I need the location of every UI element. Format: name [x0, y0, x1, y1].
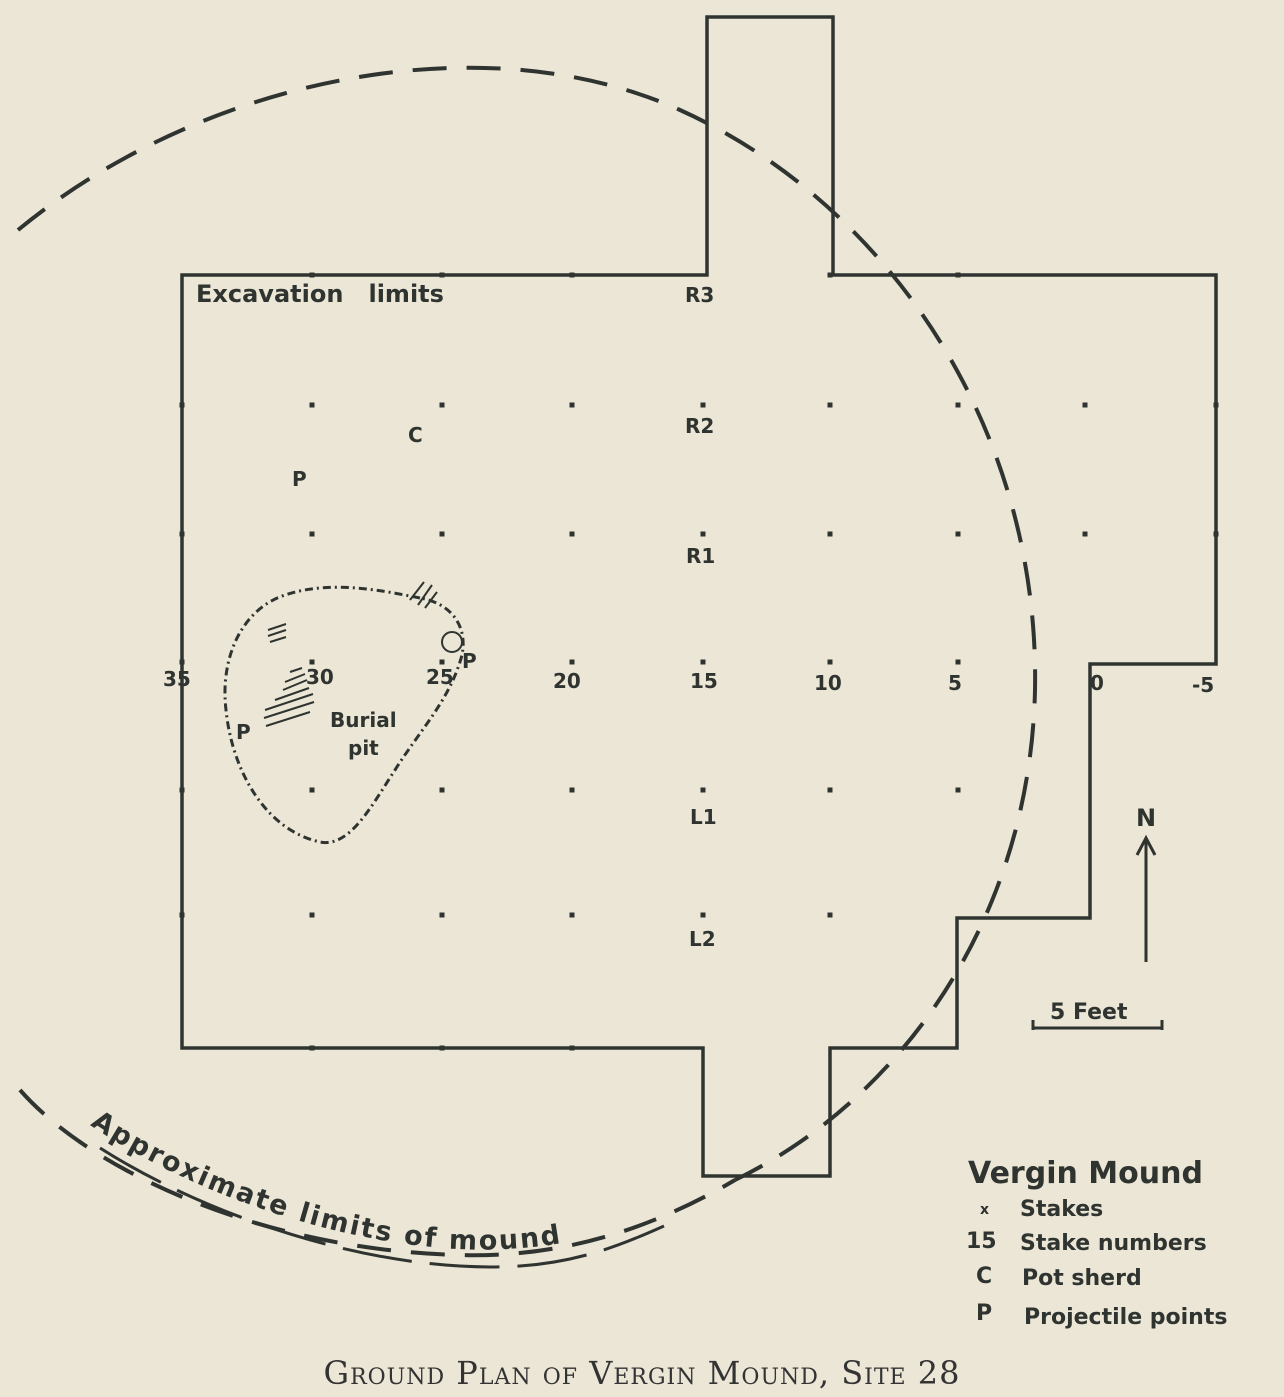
mound-limits-underline	[99, 1146, 665, 1269]
stake-marker	[569, 787, 575, 793]
burial-pit-label-line1: Burial	[330, 708, 397, 732]
stake-marker	[827, 531, 833, 537]
stake-marker	[955, 531, 961, 537]
edge-stake-marker	[179, 787, 185, 793]
stake-number-20: 20	[553, 669, 581, 693]
stake-marker	[439, 787, 445, 793]
edge-stake-marker	[179, 402, 185, 408]
legend-label-stake-numbers: Stake numbers	[1020, 1231, 1207, 1256]
legend-label-pot-sherd: Pot sherd	[1022, 1266, 1142, 1291]
stake-number-5: 5	[948, 671, 962, 695]
stake-number-25: 25	[426, 665, 454, 689]
edge-stake-marker	[569, 272, 575, 278]
edge-stake-marker	[1213, 531, 1219, 537]
scale-bar	[1031, 1020, 1164, 1030]
edge-stake-marker	[309, 1045, 315, 1051]
north-arrow-icon	[1135, 834, 1157, 962]
stake-number-l1: L1	[690, 805, 717, 829]
stake-marker	[1082, 531, 1088, 537]
stake-marker	[569, 531, 575, 537]
excavation-limits-label: Excavation limits	[196, 280, 444, 308]
pot-sherd-marker: C	[408, 423, 423, 447]
legend-title: Vergin Mound	[968, 1156, 1203, 1191]
stake-marker	[700, 787, 706, 793]
burial-pit-label-line2: pit	[348, 736, 379, 760]
stake-marker	[309, 402, 315, 408]
mound-limit-arc-upper	[16, 65, 1038, 1182]
stake-number-35: 35	[163, 667, 191, 691]
stake-marker	[309, 659, 315, 665]
stake-marker	[439, 402, 445, 408]
legend-symbol-stakes: x	[980, 1202, 989, 1218]
stake-marker	[827, 659, 833, 665]
projectile-point-marker-pit-east: P	[462, 649, 477, 673]
stake-marker	[439, 659, 445, 665]
stake-number-10: 10	[814, 671, 842, 695]
stake-number-r2: R2	[685, 414, 714, 438]
stake-marker	[700, 531, 706, 537]
stake-marker	[569, 912, 575, 918]
mound-limit-arc-lower	[18, 1088, 737, 1258]
stake-marker	[309, 787, 315, 793]
stake-marker	[1082, 402, 1088, 408]
stake-marker	[955, 659, 961, 665]
edge-stake-marker	[1213, 402, 1219, 408]
legend-label-stakes: Stakes	[1020, 1197, 1103, 1222]
stake-marker	[309, 531, 315, 537]
stake-number-15: 15	[690, 669, 718, 693]
edge-stake-marker	[439, 272, 445, 278]
stake-marker	[700, 402, 706, 408]
stake-marker	[569, 659, 575, 665]
legend-symbol-stake-numbers: 15	[966, 1229, 997, 1254]
stake-marker	[955, 402, 961, 408]
stake-marker	[955, 787, 961, 793]
excavation-outline	[180, 15, 1218, 1178]
stake-marker	[827, 402, 833, 408]
edge-stake-marker	[179, 659, 185, 665]
stake-number-minus-5: -5	[1192, 673, 1214, 697]
projectile-point-marker-north: P	[292, 467, 307, 491]
stake-marker	[439, 912, 445, 918]
stake-number-l2: L2	[689, 927, 716, 951]
north-label: N	[1136, 804, 1156, 832]
stake-marker	[569, 402, 575, 408]
stake-marker	[309, 912, 315, 918]
stake-number-30: 30	[306, 665, 334, 689]
stake-marker	[700, 912, 706, 918]
legend-label-projectile-points: Projectile points	[1024, 1305, 1227, 1330]
stake-number-r3: R3	[685, 283, 714, 307]
stake-marker	[439, 531, 445, 537]
edge-stake-marker	[179, 531, 185, 537]
edge-stake-marker	[439, 1045, 445, 1051]
stake-number-0: 0	[1090, 671, 1104, 695]
projectile-point-marker-pit-west: P	[236, 720, 251, 744]
edge-stake-marker	[179, 912, 185, 918]
figure-caption: Ground Plan of Vergin Mound, Site 28	[324, 1354, 961, 1392]
scale-label: 5 Feet	[1050, 1000, 1128, 1025]
stake-marker	[700, 659, 706, 665]
stake-grid	[179, 272, 1219, 1051]
edge-stake-marker	[827, 272, 833, 278]
legend-symbol-pot-sherd: C	[976, 1264, 992, 1289]
edge-stake-marker	[569, 1045, 575, 1051]
burial-pit-hatching	[263, 581, 463, 727]
stake-marker	[827, 912, 833, 918]
burial-pit-find-circle	[441, 631, 463, 653]
stake-marker	[827, 787, 833, 793]
edge-stake-marker	[309, 272, 315, 278]
legend-symbol-projectile-points: P	[976, 1301, 992, 1326]
legend: Vergin Mound x Stakes 15 Stake numbers C…	[966, 1156, 1227, 1330]
stake-number-r1: R1	[686, 544, 715, 568]
edge-stake-marker	[955, 272, 961, 278]
